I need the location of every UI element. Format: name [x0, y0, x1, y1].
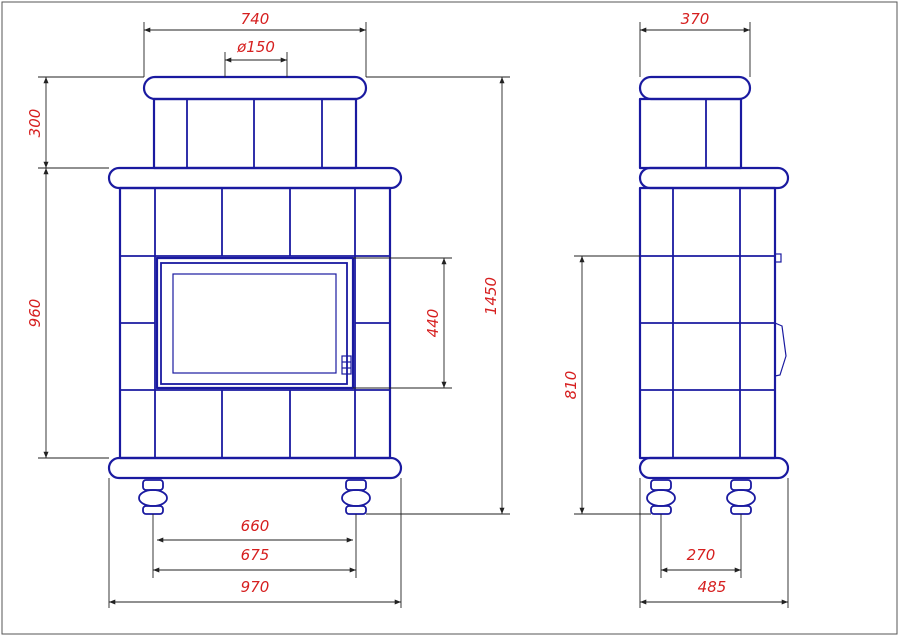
side-dimensions: 370 810 270 485 — [562, 10, 789, 608]
front-dimensions: 740 ø150 300 960 440 1450 660 675 — [26, 10, 510, 608]
side-body-tiles — [640, 188, 775, 458]
side-door-hinge — [774, 253, 782, 263]
front-door-glass — [172, 273, 337, 374]
dim-door-height: 440 — [424, 309, 442, 338]
dim-flue-diameter: ø150 — [236, 38, 275, 56]
side-bottom-cornice — [638, 456, 790, 480]
front-door-latch — [341, 355, 352, 375]
front-top-section — [152, 97, 358, 170]
dim-side-top-width: 370 — [681, 10, 710, 28]
front-fire-door — [155, 256, 355, 390]
front-middle-cornice — [107, 166, 403, 190]
side-top-section — [638, 97, 743, 170]
side-left-leg — [646, 479, 676, 515]
dim-body-height: 960 — [26, 299, 44, 328]
dim-total-height: 1450 — [482, 277, 500, 315]
front-left-leg — [138, 479, 168, 515]
side-middle-cornice — [638, 166, 790, 190]
side-right-leg — [726, 479, 756, 515]
dim-side-door-height: 810 — [562, 371, 580, 400]
dim-legs-inner: 660 — [241, 517, 270, 535]
front-top-tiles — [186, 99, 323, 168]
front-door-frame — [160, 262, 348, 385]
side-top-cornice — [638, 75, 752, 101]
dim-side-total-width: 485 — [698, 578, 727, 596]
dim-top-section-height: 300 — [26, 109, 44, 138]
dim-front-total-width: 970 — [241, 578, 270, 596]
front-right-leg — [341, 479, 371, 515]
front-top-cornice — [142, 75, 368, 101]
side-door-handle — [774, 322, 787, 377]
side-view — [638, 75, 790, 515]
dim-legs-outer: 675 — [241, 546, 270, 564]
front-view — [107, 75, 403, 515]
dim-front-top-width: 740 — [241, 10, 270, 28]
front-bottom-cornice — [107, 456, 403, 480]
front-body-tiles — [120, 188, 390, 458]
dim-side-legs-spacing: 270 — [687, 546, 716, 564]
